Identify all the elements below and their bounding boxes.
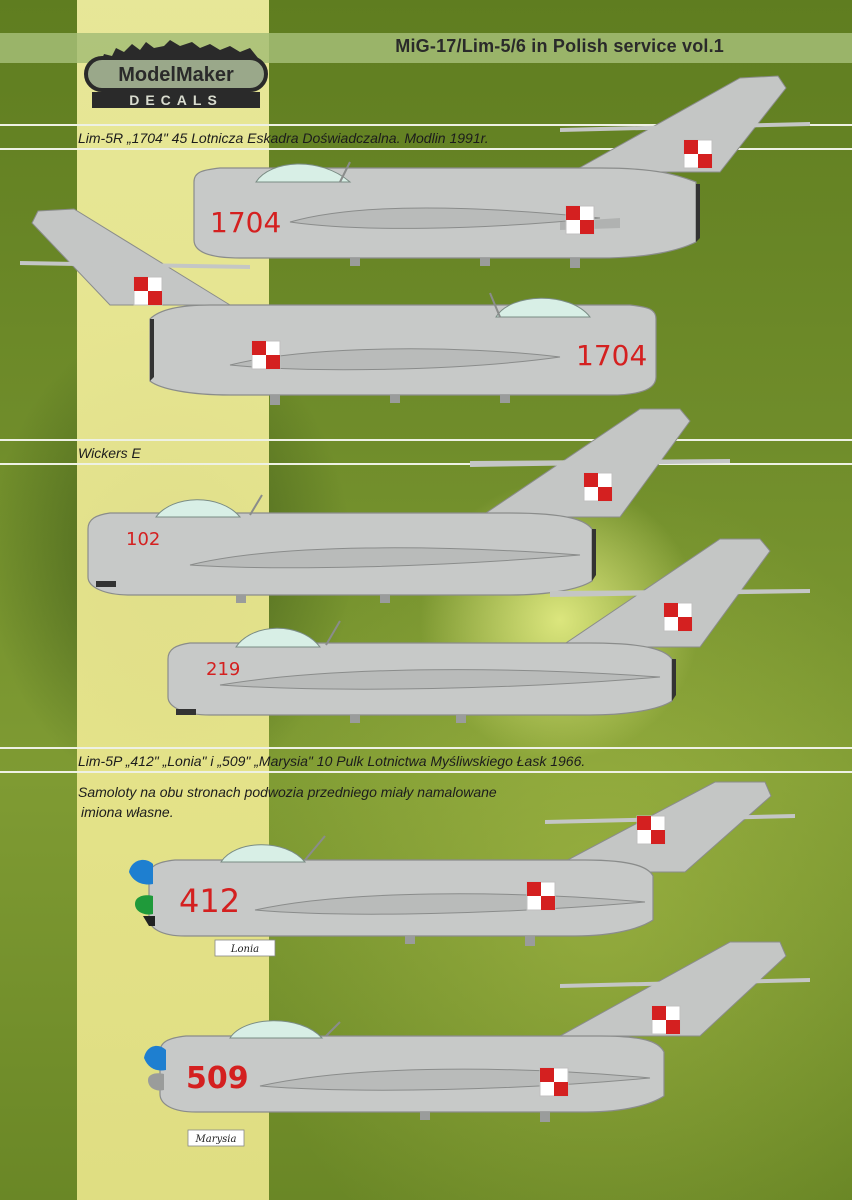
- blue-nose-icon: [129, 859, 153, 885]
- polish-checkerboard-icon: [683, 139, 713, 169]
- page-title: MiG-17/Lim-5/6 in Polish service vol.1: [395, 36, 724, 56]
- polish-checkerboard-icon: [663, 602, 693, 632]
- aircraft-serial: 219: [206, 659, 240, 680]
- divider-line: [0, 148, 852, 150]
- note-line: Samoloty na obu stronach podwozia przedn…: [78, 784, 497, 800]
- aircraft-profile: 412 Lonia: [129, 781, 795, 957]
- section-caption: Lim-5P „412" „Lonia" i „509" „Marysia" 1…: [78, 753, 586, 769]
- aircraft-serial: 509: [186, 1061, 249, 1096]
- logo-subtext: DECALS: [129, 92, 223, 108]
- divider-line: [0, 439, 852, 441]
- polish-checkerboard-icon: [636, 815, 666, 845]
- aircraft-serial: 102: [126, 529, 160, 550]
- divider-line: [0, 463, 852, 465]
- aircraft-serial: 1704: [210, 206, 281, 239]
- aircraft-profile: 1704: [20, 208, 657, 405]
- divider-line: [0, 124, 852, 126]
- aircraft-profile: 102: [87, 408, 730, 603]
- note-line: imiona własne.: [81, 804, 174, 820]
- blue-nose-icon: [144, 1045, 166, 1071]
- polish-checkerboard-icon: [583, 472, 613, 502]
- modelmaker-logo: ModelMaker DECALS: [84, 40, 268, 108]
- polish-checkerboard-icon: [651, 1005, 681, 1035]
- section-note: Samoloty na obu stronach podwozia przedn…: [78, 782, 497, 822]
- aircraft-profile: 219: [167, 538, 810, 723]
- divider-line: [0, 747, 852, 749]
- polish-checkerboard-icon: [539, 1067, 569, 1097]
- nose-name-decal: Marysia: [195, 1134, 237, 1145]
- section-caption: Wickers E: [78, 445, 141, 461]
- polish-checkerboard-icon: [251, 340, 281, 370]
- polish-checkerboard-icon: [133, 276, 163, 306]
- aircraft-profile: 1704: [193, 75, 810, 268]
- nose-name-decal: Lonia: [230, 944, 259, 955]
- aircraft-profile: 509 Marysia: [144, 941, 810, 1147]
- section-caption: Lim-5R „1704" 45 Lotnicza Eskadra Doświa…: [78, 130, 489, 146]
- aircraft-serial: 1704: [576, 339, 647, 372]
- polish-checkerboard-icon: [565, 205, 595, 235]
- logo-text: ModelMaker: [118, 64, 234, 86]
- aircraft-serial: 412: [179, 882, 240, 920]
- polish-checkerboard-icon: [526, 881, 556, 911]
- divider-line: [0, 771, 852, 773]
